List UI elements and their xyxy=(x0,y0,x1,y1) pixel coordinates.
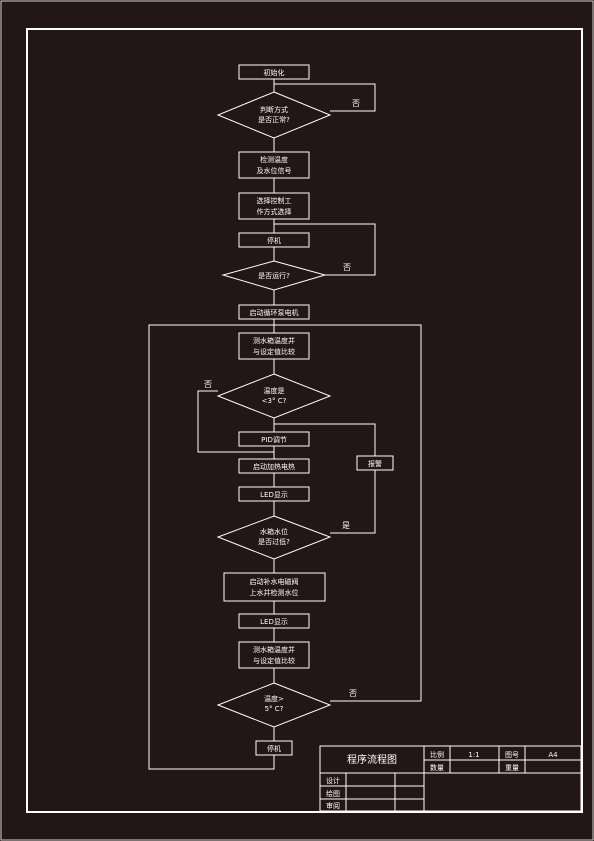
title-block xyxy=(319,745,582,812)
title-block-scale-value: 1:1 xyxy=(468,751,479,759)
node-main xyxy=(238,304,310,320)
edge-label-temp1-no: 否 xyxy=(204,380,212,389)
node-label: 启动循环泵电机 xyxy=(250,308,299,317)
node-label: 上水并检测水位 xyxy=(250,588,299,597)
node-label: 启动补水电磁阀 xyxy=(250,577,299,586)
title-block-review-label: 审阅 xyxy=(326,801,340,810)
node-label: 是否过低? xyxy=(258,537,290,546)
node-label: 是否运行? xyxy=(258,271,290,280)
title-block-draw-label: 绘图 xyxy=(326,789,340,798)
node-label: <3° C? xyxy=(262,397,287,405)
node-label: LED显示 xyxy=(260,491,288,499)
node-select xyxy=(238,192,310,220)
node-label: 及水位信号 xyxy=(257,166,292,175)
node-water-check xyxy=(216,515,332,560)
node-label: 与设定值比较 xyxy=(253,656,295,665)
title-block-count-label: 数量 xyxy=(430,763,444,772)
node-mode-check xyxy=(216,91,332,139)
node-label: 初始化 xyxy=(264,68,285,77)
node-labels: 初始化 判断方式 是否正常? 检测温度 及水位信号 选择控制工 作方式选择 停机… xyxy=(250,68,383,753)
node-temp1-check xyxy=(216,373,332,419)
title-block-drawing-no-label: 图号 xyxy=(505,751,519,759)
flow-edges xyxy=(148,79,422,770)
node-alarm xyxy=(356,455,394,471)
node-display2 xyxy=(238,613,310,629)
node-label: 是否正常? xyxy=(258,115,290,124)
title-block-title: 程序流程图 xyxy=(347,753,397,766)
node-stop xyxy=(238,232,310,248)
title-block-scale-label: 比例 xyxy=(430,750,444,759)
edge-label-run-no: 否 xyxy=(343,263,351,272)
node-label: 作方式选择 xyxy=(257,207,292,216)
node-label: 报警 xyxy=(368,459,382,468)
edge-label-water-yes: 是 xyxy=(342,521,350,530)
node-label: 与设定值比较 xyxy=(253,347,295,356)
node-pump xyxy=(223,572,326,602)
node-pid xyxy=(238,431,310,447)
node-detect xyxy=(238,151,310,179)
edge-label-temp2-no: 否 xyxy=(349,689,357,698)
node-readtemp xyxy=(238,332,310,360)
node-label: 停机 xyxy=(267,236,281,245)
node-run-check xyxy=(221,260,327,291)
title-block-drawing-no-value: A4 xyxy=(548,751,558,759)
node-label: 温度> xyxy=(264,694,284,703)
node-heat xyxy=(238,458,310,474)
node-label: 停机 xyxy=(267,744,281,753)
node-label: 选择控制工 xyxy=(257,196,292,205)
flow-nodes xyxy=(216,64,394,756)
node-label: 温度是 xyxy=(264,386,285,395)
title-block-design-label: 设计 xyxy=(326,776,340,785)
node-label: PID调节 xyxy=(261,435,287,444)
node-label: 测水箱温度并 xyxy=(253,336,295,345)
node-display1 xyxy=(238,486,310,502)
node-label: 测水箱温度并 xyxy=(253,645,295,654)
node-temp2-check xyxy=(216,682,332,728)
edge-label-mode-no: 否 xyxy=(352,99,360,108)
node-label: 5° C? xyxy=(265,705,284,713)
node-start xyxy=(238,64,310,80)
node-label: LED显示 xyxy=(260,618,288,626)
inner-frame xyxy=(26,28,583,813)
node-label: 检测温度 xyxy=(260,155,288,164)
node-label: 启动加热电热 xyxy=(253,462,295,471)
title-block-weight-label: 重量 xyxy=(505,764,519,772)
node-end xyxy=(255,740,293,756)
node-label: 水箱水位 xyxy=(260,527,288,536)
node-readtemp2 xyxy=(238,641,310,669)
node-label: 判断方式 xyxy=(260,105,288,114)
